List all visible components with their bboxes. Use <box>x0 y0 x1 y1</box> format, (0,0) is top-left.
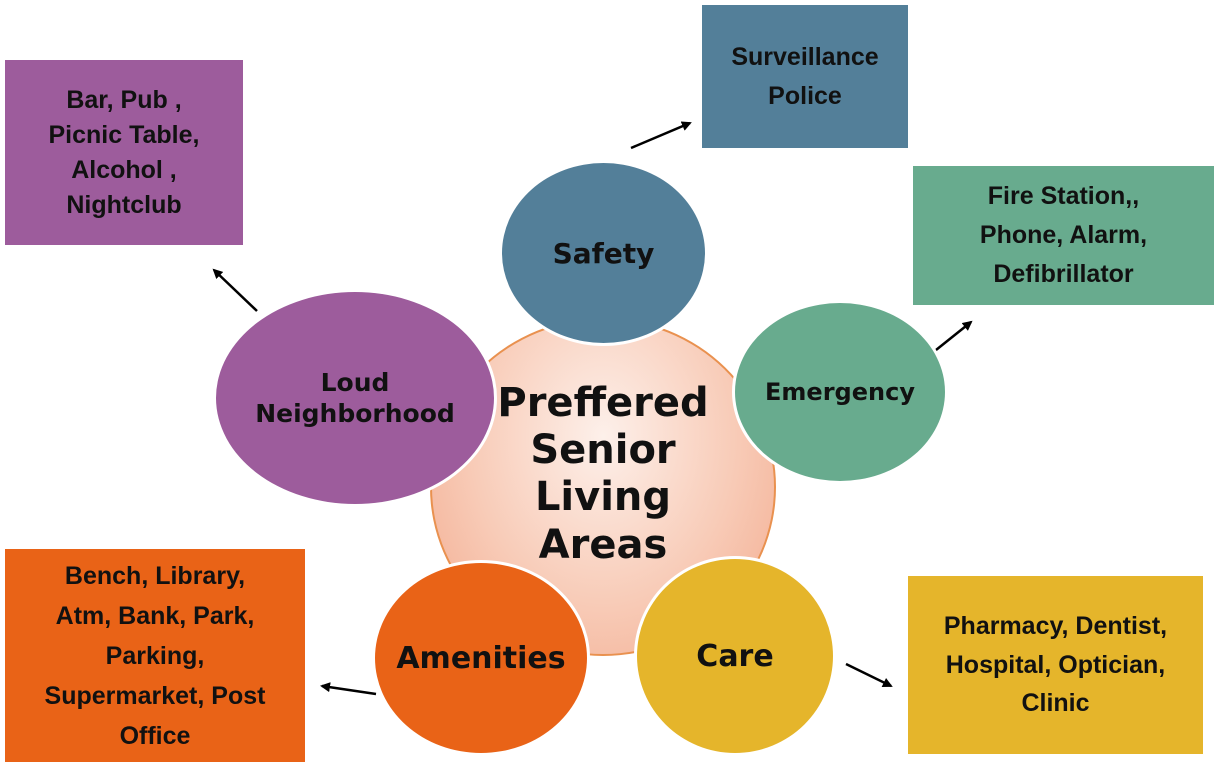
care-label: Care <box>696 638 774 674</box>
loud-detail-box: Bar, Pub , Picnic Table, Alcohol , Night… <box>5 60 243 245</box>
amenities-detail-text: Bench, Library, Atm, Bank, Park, Parking… <box>44 561 266 750</box>
emergency-label: Emergency <box>765 378 915 406</box>
center-label: Preffered Senior Living Areas <box>497 380 709 568</box>
amenities-circle: Amenities <box>372 560 590 756</box>
emergency-detail-text: Fire Station,, Phone, Alarm, Defibrillat… <box>979 182 1148 288</box>
loud-detail-text: Bar, Pub , Picnic Table, Alcohol , Night… <box>48 85 200 219</box>
emergency-circle: Emergency <box>732 300 948 484</box>
arrow-loud <box>212 268 258 312</box>
safety-circle: Safety <box>499 160 708 346</box>
amenities-label: Amenities <box>396 640 566 676</box>
arrow-emergency <box>930 320 973 355</box>
arrow-safety <box>630 121 692 150</box>
care-detail-text: Pharmacy, Dentist, Hospital, Optician, C… <box>943 611 1168 718</box>
care-detail-box: Pharmacy, Dentist, Hospital, Optician, C… <box>908 576 1203 754</box>
safety-detail-box: Surveillance Police <box>702 5 908 148</box>
care-circle: Care <box>634 556 836 756</box>
safety-detail-text: Surveillance Police <box>731 42 879 110</box>
loud-neighborhood-circle: Loud Neighborhood <box>213 289 497 507</box>
amenities-detail-box: Bench, Library, Atm, Bank, Park, Parking… <box>5 549 305 762</box>
arrow-care <box>845 662 893 688</box>
arrow-amenities <box>320 682 377 696</box>
loud-neighborhood-label: Loud Neighborhood <box>255 367 455 428</box>
emergency-detail-box: Fire Station,, Phone, Alarm, Defibrillat… <box>913 166 1214 305</box>
safety-label: Safety <box>552 236 655 270</box>
